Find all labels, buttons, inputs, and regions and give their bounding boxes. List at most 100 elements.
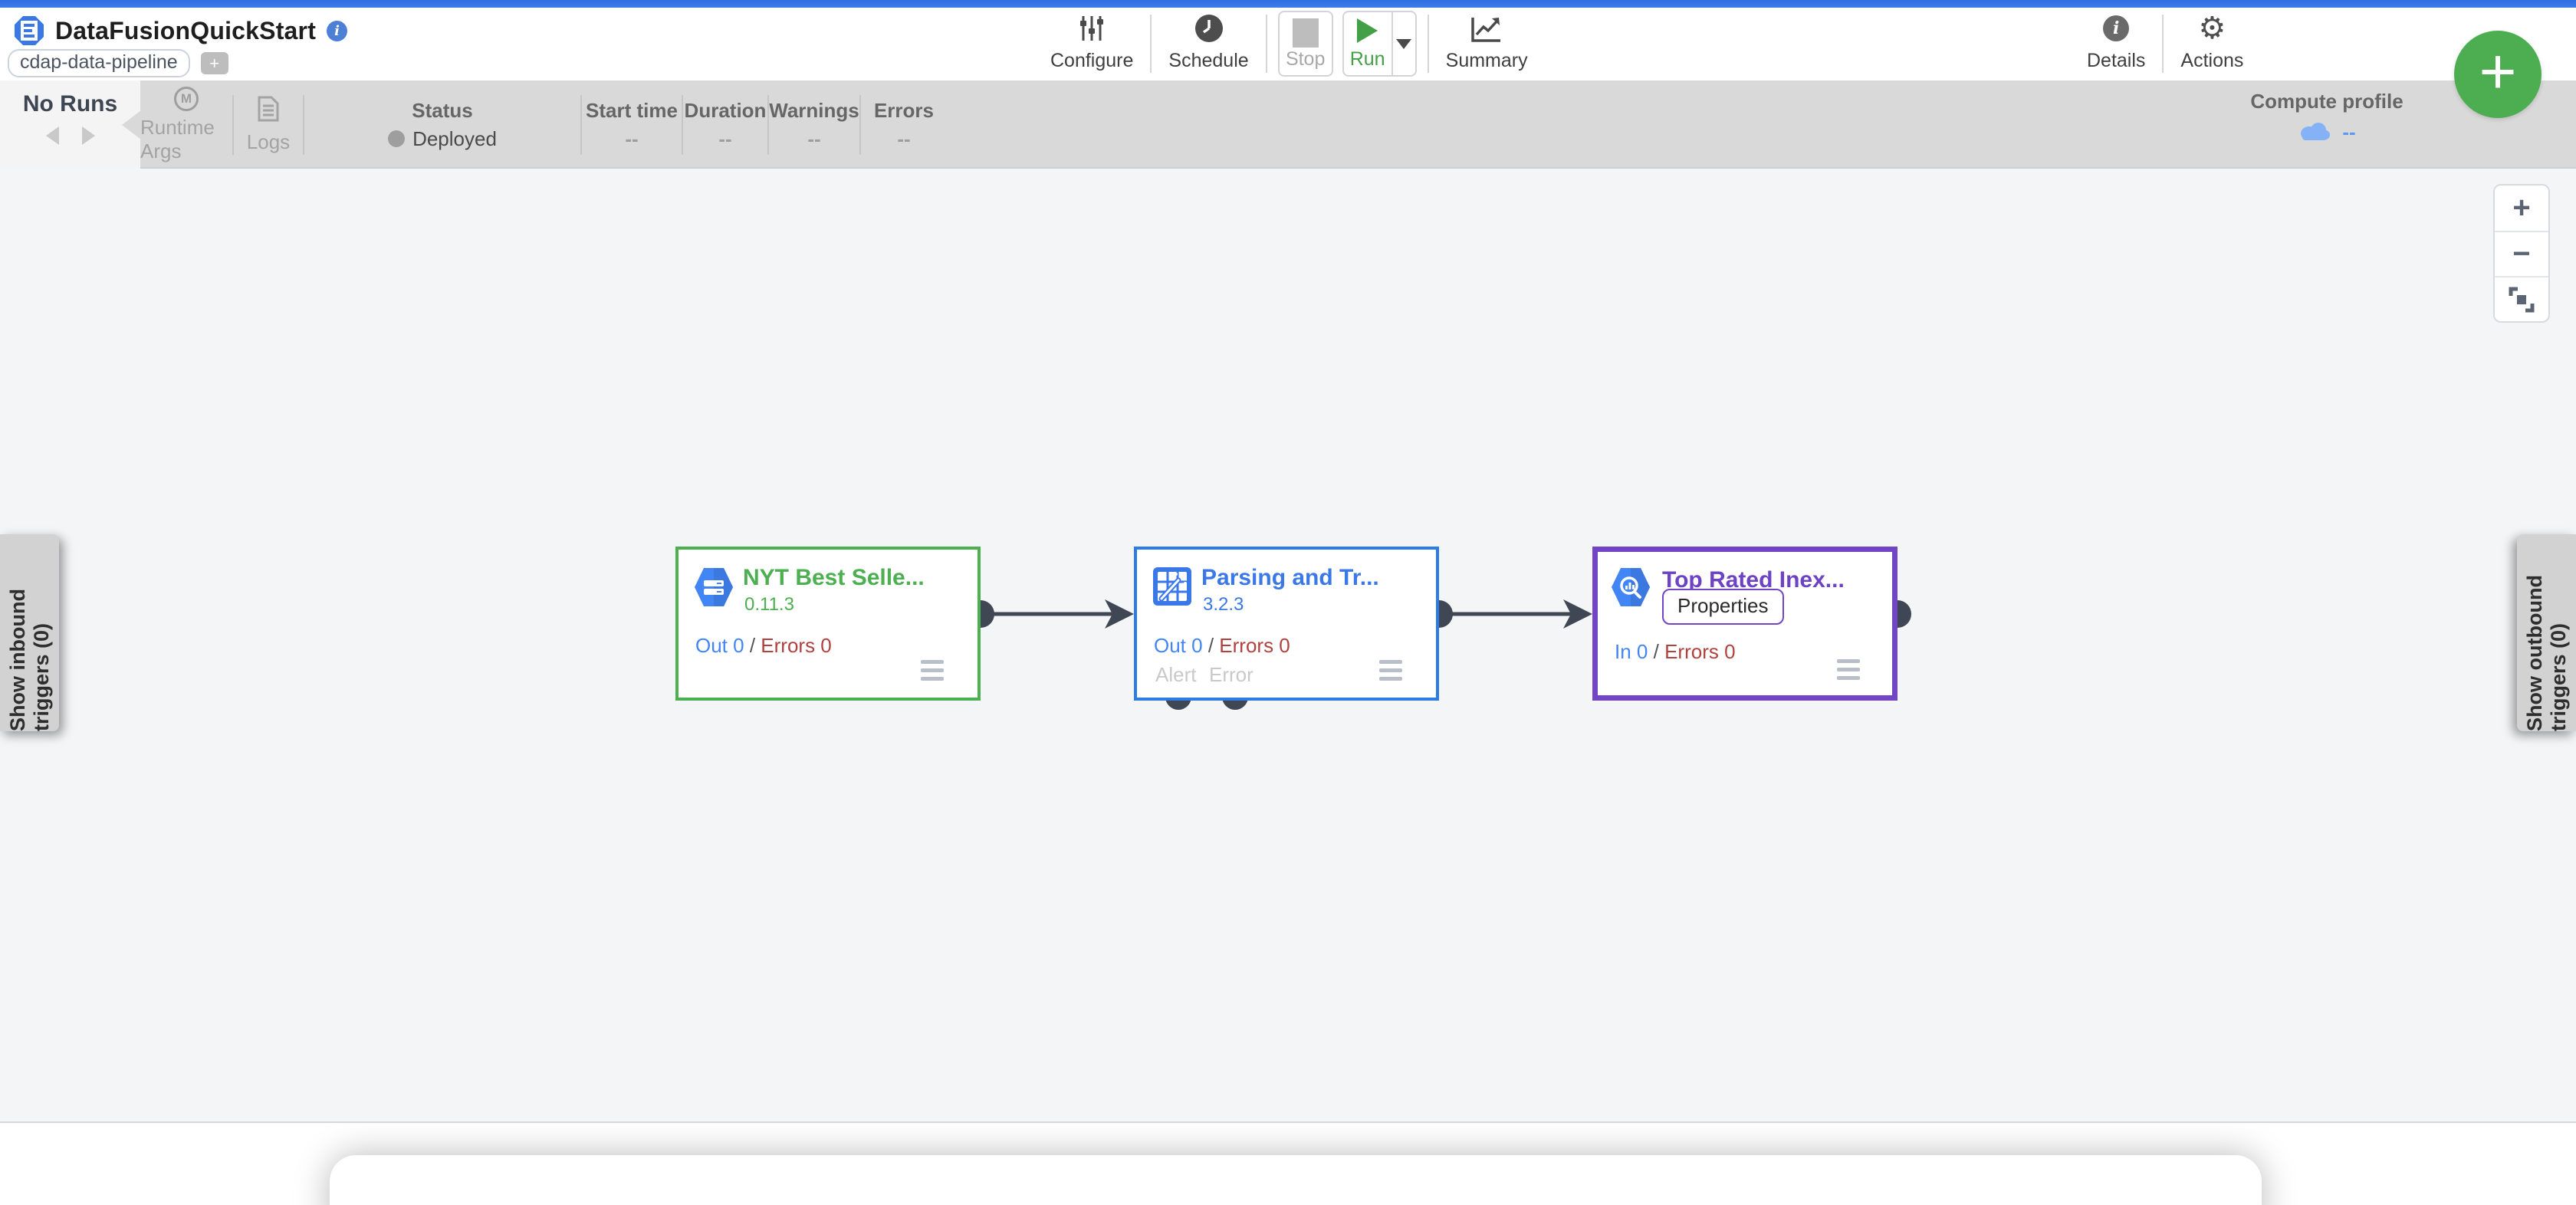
edge-arrowhead-icon	[1563, 599, 1592, 629]
error-records-count[interactable]: Errors 0	[1664, 640, 1736, 663]
node-metrics: In 0 / Errors 0	[1615, 640, 1736, 664]
wrangler-icon	[1152, 566, 1192, 610]
out-records-count[interactable]: Out 0	[695, 634, 744, 657]
node-version: 0.11.3	[744, 594, 794, 615]
node-parsing-transform[interactable]: Parsing and Tr... 3.2.3 Out 0 / Errors 0…	[1134, 547, 1439, 701]
stop-label: Stop	[1285, 48, 1326, 70]
logs-button[interactable]: Logs	[234, 80, 303, 169]
gear-icon: ⚙	[2198, 11, 2226, 46]
pipeline-canvas[interactable]: + − Show inbound triggers (0) Show outbo…	[0, 169, 2576, 1121]
run-split-button: Run	[1342, 11, 1417, 77]
stop-icon	[1292, 18, 1319, 48]
schedule-button[interactable]: Schedule	[1152, 9, 1265, 78]
error-records-count[interactable]: Errors 0	[761, 634, 832, 657]
warnings-value: --	[807, 126, 821, 150]
in-records-count[interactable]: In 0	[1615, 640, 1648, 663]
node-title: Top Rated Inex...	[1662, 567, 1845, 593]
chart-line-icon	[1471, 12, 1502, 44]
compute-profile-value[interactable]: --	[2342, 120, 2356, 143]
alert-port-label: Alert	[1155, 663, 1197, 686]
stop-button[interactable]: Stop	[1277, 11, 1333, 77]
pipeline-type-chip: cdap-data-pipeline	[8, 49, 190, 77]
pipeline-info-icon[interactable]: i	[327, 20, 348, 41]
runtime-args-button[interactable]: M Runtime Args	[140, 80, 232, 169]
warnings-group: Warnings --	[769, 80, 859, 169]
info-icon: i	[2103, 15, 2130, 41]
run-bar-divider	[682, 94, 683, 155]
zoom-in-button[interactable]: +	[2512, 191, 2531, 225]
play-icon	[1357, 18, 1378, 43]
runtime-args-label: Runtime Args	[140, 115, 215, 163]
cdap-logo-icon	[15, 16, 44, 45]
run-bar-divider	[232, 94, 234, 155]
error-port-label: Error	[1209, 663, 1254, 686]
summary-button[interactable]: Summary	[1429, 9, 1545, 78]
actions-label: Actions	[2180, 50, 2244, 71]
start-time-group: Start time --	[582, 80, 682, 169]
toolbar-divider	[1150, 15, 1152, 73]
duration-label: Duration	[684, 98, 767, 122]
node-menu-icon[interactable]	[1837, 659, 1860, 680]
outbound-triggers-label: Show outbound triggers (0)	[2522, 575, 2570, 731]
database-hexagon-icon	[694, 566, 734, 612]
edge-arrowhead-icon	[1105, 599, 1134, 629]
current-run-tab: No Runs	[0, 80, 140, 169]
properties-button[interactable]: Properties	[1662, 589, 1784, 625]
title-row: DataFusionQuickStart i	[14, 15, 348, 46]
inbound-triggers-tab[interactable]: Show inbound triggers (0)	[0, 534, 59, 731]
duration-value: --	[718, 126, 732, 150]
bigquery-hexagon-icon	[1611, 566, 1651, 612]
app-header: DataFusionQuickStart i cdap-data-pipelin…	[0, 0, 2576, 80]
previous-run-icon[interactable]	[45, 126, 59, 145]
pipeline-tags-row: cdap-data-pipeline +	[8, 49, 228, 77]
configure-button[interactable]: Configure	[1033, 9, 1150, 78]
pipeline-toolbar: Configure Schedule Stop Run	[1033, 9, 1545, 78]
logs-label: Logs	[246, 130, 291, 153]
fit-to-screen-icon	[2509, 287, 2535, 312]
node-menu-icon[interactable]	[921, 660, 944, 681]
start-time-value: --	[625, 126, 639, 150]
status-group: Status Deployed	[304, 80, 580, 169]
outbound-triggers-tab[interactable]: Show outbound triggers (0)	[2517, 534, 2576, 731]
node-title: NYT Best Selle...	[743, 565, 925, 590]
pipeline-title: DataFusionQuickStart	[55, 16, 317, 44]
compute-profile-label: Compute profile	[2250, 90, 2404, 113]
errors-value: --	[897, 126, 911, 150]
run-bar-divider	[767, 94, 769, 155]
toolbar-divider	[2162, 15, 2164, 73]
run-button[interactable]: Run	[1344, 12, 1392, 75]
actions-button[interactable]: ⚙ Actions	[2164, 9, 2260, 78]
node-top-rated-sink[interactable]: Top Rated Inex... Properties In 0 / Erro…	[1592, 547, 1898, 701]
details-button[interactable]: i Details	[2070, 9, 2162, 78]
brand-top-strip	[0, 0, 2576, 8]
add-entity-fab-button[interactable]: +	[2454, 31, 2542, 118]
metric-separator: /	[749, 634, 756, 657]
metric-separator: /	[1208, 634, 1214, 657]
run-bar-items: M Runtime Args Logs Status Deployed	[140, 80, 947, 169]
document-icon	[258, 96, 279, 126]
configure-label: Configure	[1050, 50, 1134, 71]
start-time-label: Start time	[586, 98, 678, 122]
metric-separator: /	[1653, 640, 1659, 663]
error-records-count[interactable]: Errors 0	[1219, 634, 1290, 657]
details-label: Details	[2087, 50, 2146, 71]
no-runs-label: No Runs	[22, 91, 118, 117]
zoom-out-button[interactable]: −	[2495, 231, 2548, 276]
node-menu-icon[interactable]	[1379, 660, 1402, 681]
add-tag-button[interactable]: +	[200, 52, 228, 74]
cloud-icon	[2298, 120, 2331, 145]
run-bar-divider	[580, 94, 582, 155]
toolbar-divider	[1265, 15, 1267, 73]
next-run-icon[interactable]	[81, 126, 95, 145]
macro-icon: M	[174, 86, 199, 111]
out-records-count[interactable]: Out 0	[1154, 634, 1203, 657]
node-nyt-best-sellers[interactable]: NYT Best Selle... 0.11.3 Out 0 / Errors …	[675, 547, 981, 701]
clock-icon	[1194, 12, 1224, 44]
errors-group: Errors --	[861, 80, 947, 169]
node-metrics: Out 0 / Errors 0	[695, 634, 832, 658]
fit-to-screen-button[interactable]	[2495, 276, 2548, 321]
pipeline-toolbar-right: i Details ⚙ Actions	[2070, 9, 2260, 78]
run-options-button[interactable]	[1391, 12, 1415, 75]
status-value: Deployed	[412, 126, 497, 150]
node-title: Parsing and Tr...	[1201, 565, 1379, 590]
